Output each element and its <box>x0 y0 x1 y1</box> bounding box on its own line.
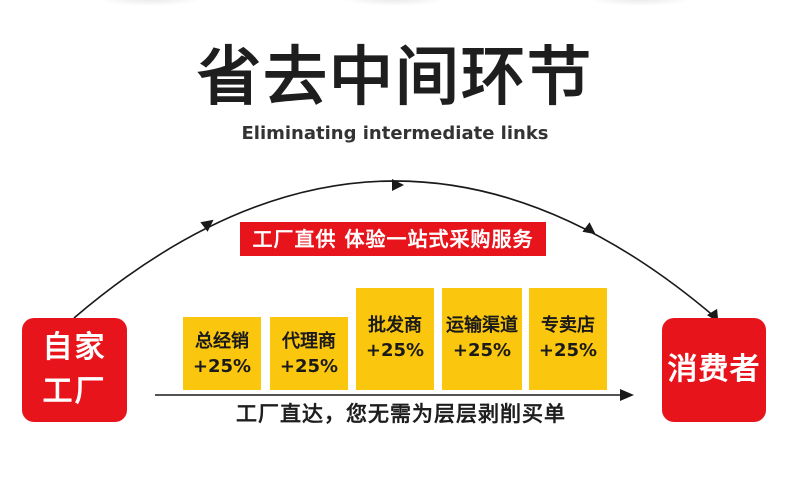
tier-markup: +25% <box>279 356 339 377</box>
tier-box: 代理商 +25% <box>270 317 348 390</box>
tier-label: 总经销 <box>195 331 249 352</box>
tier-box: 运输渠道 +25% <box>442 288 522 390</box>
tier-box: 批发商 +25% <box>356 288 434 390</box>
top-decoration <box>0 0 790 14</box>
baseline-arrow-icon <box>620 389 634 401</box>
tier-markup: +25% <box>452 340 512 361</box>
tier-label: 专卖店 <box>541 315 595 336</box>
tier-markup: +25% <box>538 340 598 361</box>
page-subtitle: Eliminating intermediate links <box>241 123 549 144</box>
page-title: 省去中间环节 <box>197 41 593 115</box>
tier-box: 总经销 +25% <box>183 317 261 390</box>
consumer-box: 消费者 <box>662 318 766 422</box>
tier-box: 专卖店 +25% <box>529 288 607 390</box>
tier-label: 运输渠道 <box>446 315 518 336</box>
consumer-label: 消费者 <box>667 352 761 387</box>
factory-label-line2: 工厂 <box>42 374 107 409</box>
direct-supply-banner: 工厂直供 体验一站式采购服务 <box>240 222 546 256</box>
factory-box: 自家 工厂 <box>22 318 127 422</box>
tier-label: 批发商 <box>368 315 422 336</box>
tier-markup: +25% <box>192 356 252 377</box>
tier-markup: +25% <box>365 340 425 361</box>
arc-arrow-icon <box>582 222 596 235</box>
tagline: 工厂直达，您无需为层层剥削买单 <box>236 402 566 426</box>
factory-label-line1: 自家 <box>42 330 107 365</box>
tier-label: 代理商 <box>282 331 336 352</box>
arc-arrow-icon <box>200 219 214 232</box>
arc-arrow-icon <box>392 179 404 191</box>
